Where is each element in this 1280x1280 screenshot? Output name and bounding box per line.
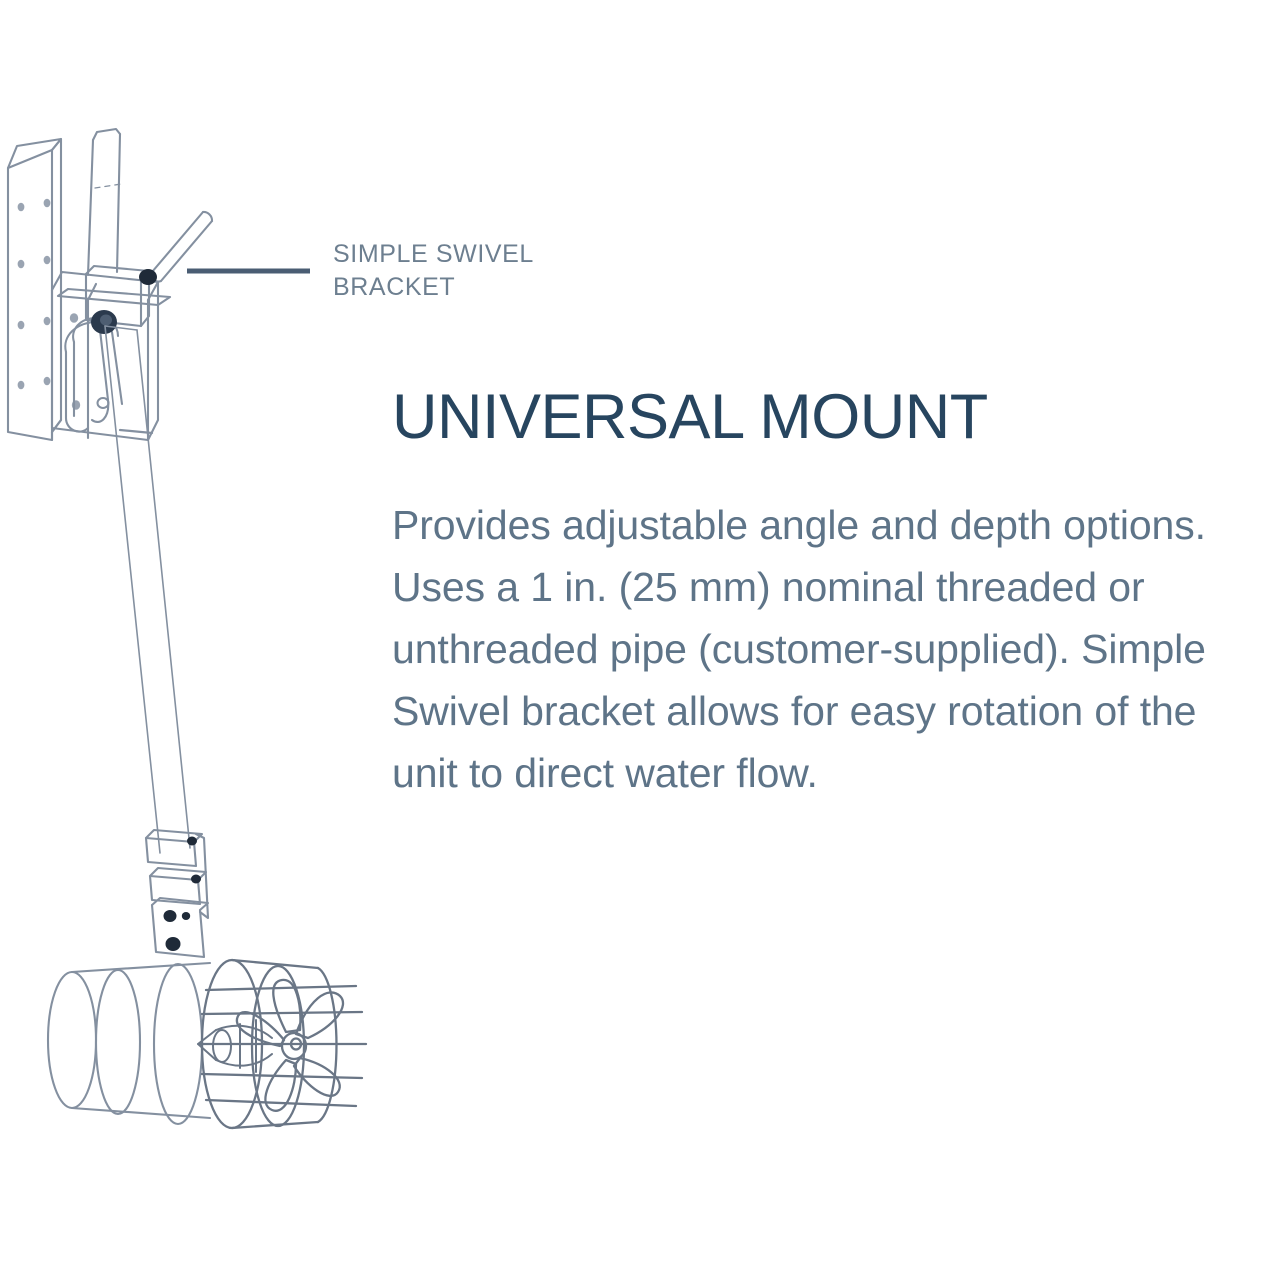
bracket-hole-upper <box>69 313 79 323</box>
vertical-pipe-long-run <box>104 325 191 854</box>
pipe-mid-collar <box>118 428 154 435</box>
lever-pivot-bolt <box>139 269 157 285</box>
product-illustration <box>0 0 420 1280</box>
motor-housing-cylinder <box>46 961 212 1126</box>
universal-mount-drawing <box>6 127 368 1130</box>
pipe-upper-section <box>86 127 122 277</box>
lower-clamp-bracket <box>144 828 210 959</box>
callout-label-simple-swivel-bracket: SIMPLE SWIVEL BRACKET <box>333 240 534 301</box>
knob-lower-eye <box>96 397 110 409</box>
mounting-holes <box>17 198 51 390</box>
swivel-lever-handle <box>150 210 214 283</box>
text-content-panel: UNIVERSAL MOUNT Provides adjustable angl… <box>392 382 1277 804</box>
clamp-bolts <box>163 836 201 951</box>
inner-shaft-detail <box>197 1019 273 1073</box>
locking-knob-highlight <box>100 314 112 326</box>
page-body-text: Provides adjustable angle and depth opti… <box>392 502 1206 796</box>
wall-mount-plate <box>6 137 63 442</box>
page-title: UNIVERSAL MOUNT <box>392 382 988 452</box>
